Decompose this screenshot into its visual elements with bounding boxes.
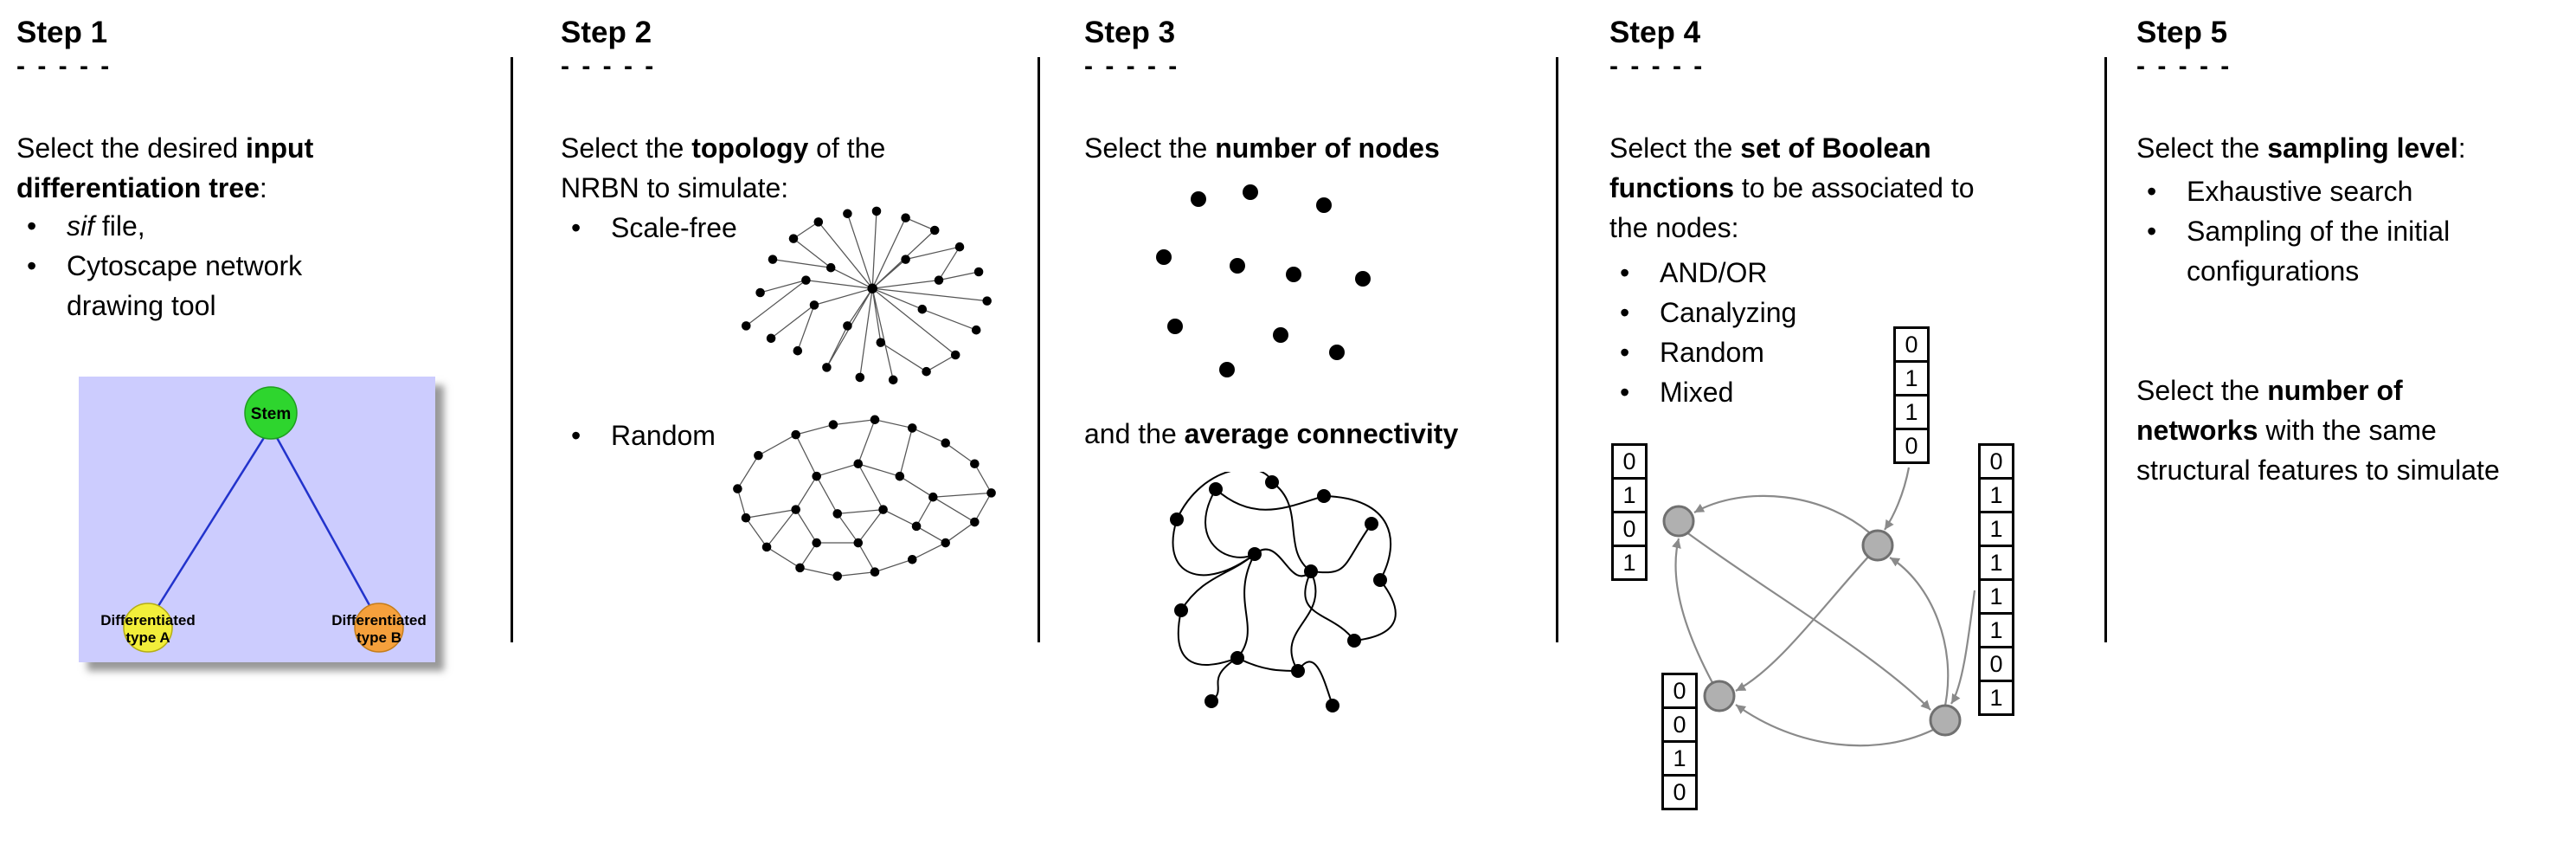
table-cell: 0: [1661, 774, 1698, 810]
list-item: Cytoscape network drawing tool: [16, 246, 363, 326]
network-edges: [745, 210, 987, 380]
step3-intro: Select the number of nodes: [1084, 132, 1440, 164]
tree-edge: [269, 426, 381, 623]
table-cell: 0: [1661, 673, 1698, 709]
scattered-nodes-illustration: [1156, 184, 1371, 377]
gene-node: [1929, 704, 1962, 737]
step2-title: Step 2: [561, 16, 652, 49]
boolean-network-nodes: [1662, 505, 1962, 737]
table-cell: 1: [1893, 394, 1930, 430]
step3-title: Step 3: [1084, 16, 1176, 49]
type-b-label-line2: type B: [357, 629, 401, 646]
stem-label: Stem: [251, 405, 291, 423]
step1-title: Step 1: [16, 16, 108, 49]
list-item: sif file,: [16, 206, 363, 246]
list-item: Random: [1609, 332, 1956, 372]
table-cell: 1: [1978, 511, 2014, 547]
connectivity-network-illustration: [1170, 472, 1397, 712]
boolean-table-top: 0 1 1 0: [1893, 326, 1930, 464]
column-divider: [1037, 57, 1040, 642]
list-item: Canalyzing: [1609, 293, 1956, 332]
gene-node: [1861, 529, 1894, 562]
gene-node: [1703, 680, 1736, 712]
list-item: Random: [561, 416, 820, 455]
table-cell: 0: [1611, 511, 1648, 547]
boolean-network-illustration: [1662, 467, 1976, 747]
step1-bullets: sif file, Cytoscape network drawing tool: [16, 206, 363, 326]
table-cell: 1: [1893, 360, 1930, 396]
table-cell: 0: [1661, 706, 1698, 743]
table-cell: 1: [1611, 477, 1648, 513]
table-cell: 0: [1893, 428, 1930, 464]
boolean-table-right: 0 1 1 1 1 1 0 1: [1978, 443, 2014, 716]
type-a-node: [123, 603, 173, 653]
table-cell: 1: [1978, 612, 2014, 648]
table-cell: 1: [1611, 545, 1648, 581]
step5-intro: Select the sampling level:: [2136, 132, 2466, 164]
column-divider: [2104, 57, 2107, 642]
dashed-separator: - - - - -: [2136, 52, 2232, 81]
random-network-illustration: [733, 415, 996, 581]
dashed-separator: - - - - -: [1084, 52, 1180, 81]
table-cell: 1: [1978, 545, 2014, 581]
gene-node: [1662, 505, 1695, 538]
dashed-separator: - - - - -: [16, 52, 112, 81]
step2-bullet-scalefree: Scale-free: [561, 208, 820, 248]
step4-title: Step 4: [1609, 16, 1701, 49]
network-nodes: [742, 206, 992, 385]
step5-title: Step 5: [2136, 16, 2228, 49]
network-nodes: [1156, 184, 1371, 377]
step4-bullets: AND/OR Canalyzing Random Mixed: [1609, 253, 1956, 412]
column-divider: [1556, 57, 1558, 642]
differentiation-tree-image: Stem Differentiated type A Differentiate…: [79, 377, 435, 662]
table-cell: 0: [1611, 443, 1648, 480]
step3-second-line: and the average connectivity: [1084, 418, 1459, 449]
dashed-separator: - - - - -: [1609, 52, 1706, 81]
type-b-node: [354, 603, 404, 653]
boolean-table-bottom-left: 0 0 1 0: [1661, 673, 1698, 810]
list-item: Scale-free: [561, 208, 820, 248]
network-nodes: [1170, 475, 1387, 712]
table-cell: 1: [1661, 740, 1698, 777]
column-divider: [511, 57, 513, 642]
table-cell: 0: [1893, 326, 1930, 363]
type-a-label-line1: Differentiated: [100, 612, 196, 629]
table-cell: 0: [1978, 646, 2014, 682]
type-a-label-line2: type A: [125, 629, 170, 646]
list-item: Exhaustive search: [2136, 171, 2552, 211]
table-cell: 1: [1978, 578, 2014, 615]
list-item: Sampling of the initial configurations: [2136, 211, 2552, 291]
network-edges: [736, 419, 992, 577]
dashed-separator: - - - - -: [561, 52, 657, 81]
stem-node: [244, 386, 298, 440]
table-cell: 0: [1978, 443, 2014, 480]
table-cell: 1: [1978, 680, 2014, 716]
scale-free-network-illustration: [742, 206, 992, 385]
list-item: Mixed: [1609, 372, 1956, 412]
tree-edge: [146, 426, 273, 623]
type-b-label-line1: Differentiated: [331, 612, 427, 629]
list-item: AND/OR: [1609, 253, 1956, 293]
network-edges: [1172, 472, 1397, 706]
table-cell: 1: [1978, 477, 2014, 513]
boolean-network-arrows: [1672, 467, 1976, 747]
differentiation-tree-svg: Stem Differentiated type A Differentiate…: [100, 386, 427, 653]
step5-bullets: Exhaustive search Sampling of the initia…: [2136, 171, 2552, 291]
step2-bullet-random: Random: [561, 416, 820, 455]
network-nodes: [733, 415, 996, 581]
boolean-table-left: 0 1 0 1: [1611, 443, 1648, 581]
